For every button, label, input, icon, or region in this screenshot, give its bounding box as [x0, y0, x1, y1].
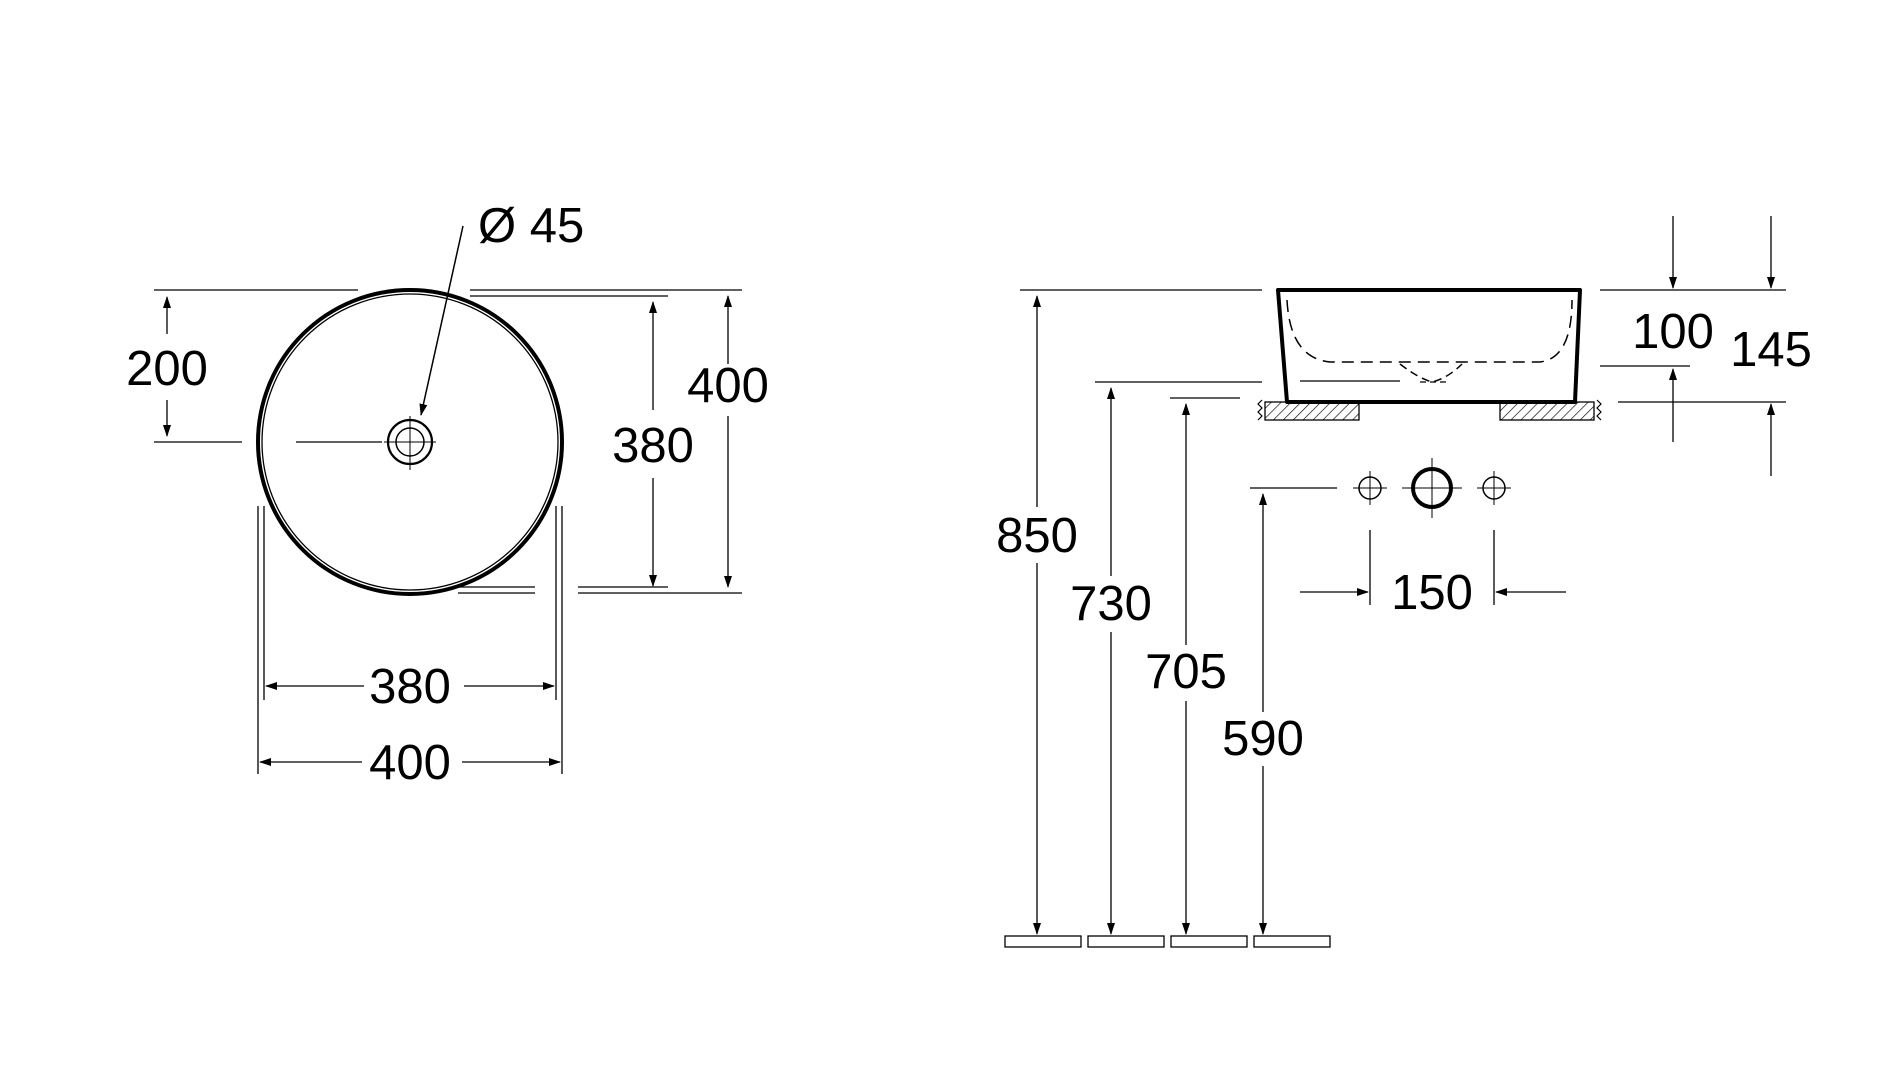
basin-inner-profile [1286, 299, 1573, 363]
counter-support-left [1264, 401, 1360, 421]
dim-outer-width: 400 [369, 736, 451, 790]
tap-hole-center-icon [1402, 458, 1462, 518]
floor-plate [1004, 935, 1082, 948]
dim-outer-height: 400 [687, 359, 769, 413]
dim-center-height: 200 [126, 342, 208, 396]
drain-icon [384, 416, 436, 470]
floor-plate [1170, 935, 1248, 948]
dim-counter-height: 730 [1070, 577, 1152, 631]
side-view: 150 850 730 705 590 100 145 [996, 216, 1812, 948]
dim-tap-spacing: 150 [1391, 566, 1473, 620]
counter-support-right [1499, 401, 1595, 421]
dim-tap-height: 590 [1222, 712, 1304, 766]
floor-plate [1253, 935, 1331, 948]
dim-basin-height: 100 [1632, 305, 1714, 359]
dim-total-height: 145 [1730, 323, 1812, 377]
dim-inner-width: 380 [369, 660, 451, 714]
dim-support-height: 705 [1145, 645, 1227, 699]
basin-outer-circle [256, 288, 564, 596]
basin-profile [1276, 288, 1582, 404]
basin-inner-circle [261, 293, 559, 591]
drain-leader-line [419, 225, 464, 416]
dim-top-height: 850 [996, 509, 1078, 563]
tap-hole-right-icon [1477, 471, 1511, 505]
floor-plate [1087, 935, 1165, 948]
top-view: Ø 45 200 380 400 380 [126, 199, 769, 790]
drain-label: Ø 45 [478, 199, 584, 253]
tap-hole-left-icon [1353, 471, 1387, 505]
dim-inner-height: 380 [612, 419, 694, 473]
